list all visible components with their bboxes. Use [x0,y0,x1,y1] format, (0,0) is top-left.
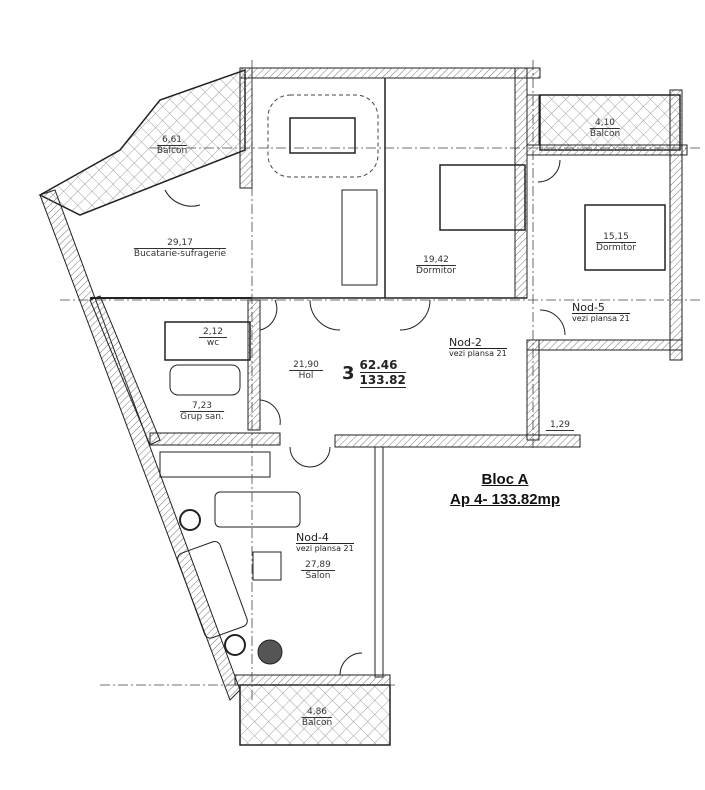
armchair [257,639,283,665]
room-label-dormitor-2: 15,15 Dormitor [596,232,636,253]
bed-2 [584,204,666,271]
room-label-balcon-2: 4,10 Balcon [589,118,621,139]
room-label-wc: 2,12 wc [198,327,228,348]
sofa-salon-2 [177,541,248,639]
kitchen-counter [159,451,271,478]
room-label-dormitor-1: 19,42 Dormitor [416,255,456,276]
apartment-area-bottom: 133.82 [359,373,406,388]
sofa-kitchen [341,189,378,286]
balcony-top-left [38,68,246,216]
plan-title: Bloc A Ap 4- 133.82mp [450,470,560,510]
room-label-bucatarie: 29,17 Bucatarie-sufragerie [133,238,227,259]
block-title: Bloc A [481,471,529,488]
room-label-salon: 27,89 Salon [301,560,335,581]
sofa-salon [214,491,301,528]
apartment-number: 3 [342,362,355,384]
apartment-area-top: 62.46 [359,358,406,373]
apartment-marker: 3 62.46 133.82 [342,358,406,388]
room-label-hol: 21,90 Hol [289,360,323,381]
node-callout-nod-4: Nod-4 vezi plansa 21 [296,531,354,553]
room-label-small-space: 1,29 [545,420,575,431]
room-label-balcon-3: 4,86 Balcon [301,707,333,728]
node-callout-nod-2: Nod-2 vezi plansa 21 [449,336,507,358]
bathtub [169,364,241,396]
room-label-grup-san: 7,23 Grup san. [180,401,224,422]
bed-1 [439,164,526,231]
apartment-title: Ap 4- 133.82mp [450,491,561,508]
dining-table [289,117,356,154]
room-label-balcon-1: 6,61 Balcon [156,135,188,156]
dining-area [267,94,379,178]
node-callout-nod-5: Nod-5 vezi plansa 21 [572,301,630,323]
coffee-table [252,551,282,581]
balcony-top-right [539,94,681,151]
